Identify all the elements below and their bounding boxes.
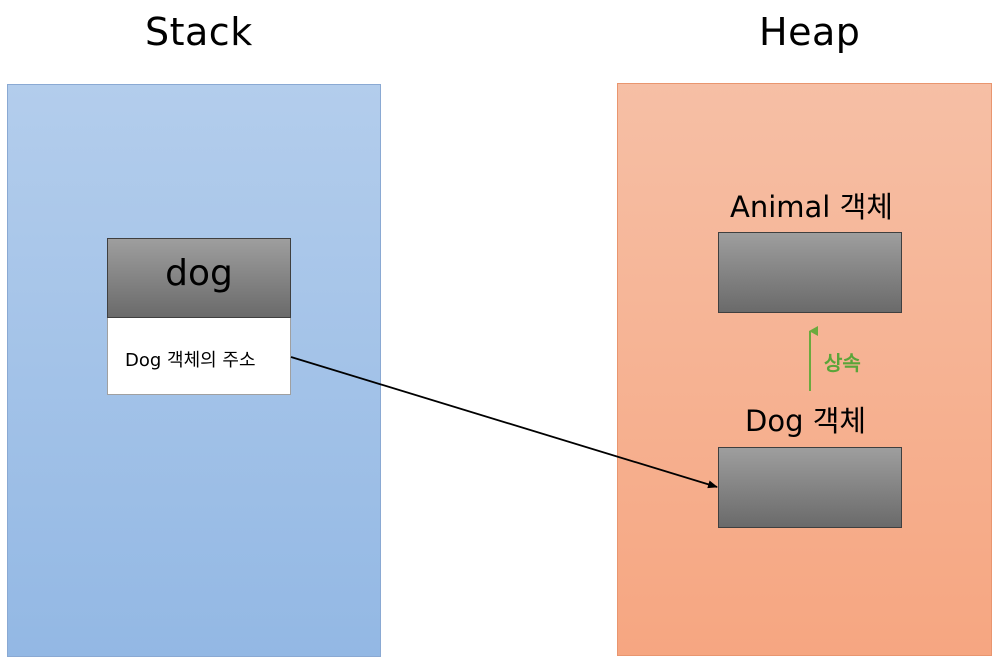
stack-title: Stack bbox=[145, 10, 253, 54]
dog-variable-box: dog bbox=[107, 238, 291, 318]
heap-title: Heap bbox=[759, 10, 861, 54]
heap-panel bbox=[617, 83, 992, 656]
animal-object-label: Animal 객체 bbox=[730, 190, 893, 224]
dog-object-box bbox=[718, 447, 902, 528]
pointer-arrow bbox=[290, 356, 718, 489]
inherit-label: 상속 bbox=[824, 351, 861, 375]
dog-object-label: Dog 객체 bbox=[745, 404, 867, 438]
address-label: Dog 객체의 주소 bbox=[125, 350, 256, 371]
address-box: Dog 객체의 주소 bbox=[107, 318, 291, 395]
dog-variable-label: dog bbox=[165, 253, 233, 294]
animal-object-box bbox=[718, 232, 902, 313]
